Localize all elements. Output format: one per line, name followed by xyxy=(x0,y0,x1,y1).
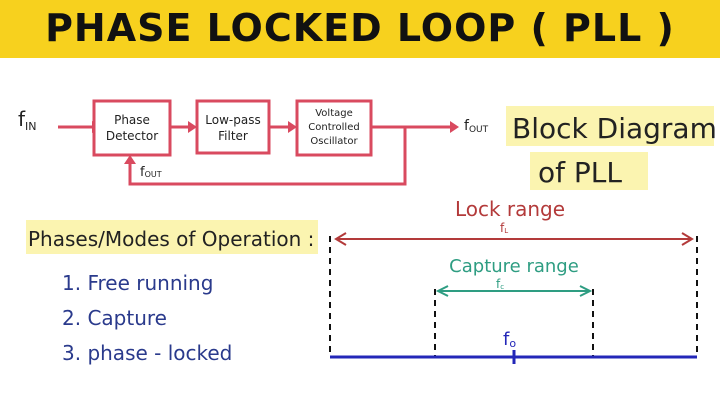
block-diagram-heading-line2: of PLL xyxy=(538,156,622,189)
feedback-sub: OUT xyxy=(145,170,162,179)
capture-range-arrow-right xyxy=(579,285,593,297)
center-symbol: f xyxy=(503,329,510,350)
vco-line2: Controlled xyxy=(308,122,359,133)
modes-heading: Phases/Modes of Operation : xyxy=(28,227,314,251)
svg-text:fc: fc xyxy=(496,277,504,291)
block-diagram-heading-highlight-2 xyxy=(530,152,648,190)
vco-line3: Oscillator xyxy=(310,136,358,147)
lock-range-arrow-right xyxy=(681,232,694,246)
lock-range-label: Lock range xyxy=(455,197,565,221)
block-diagram-heading-highlight-1 xyxy=(506,106,714,146)
output-signal: fOUT xyxy=(464,118,489,135)
mode-item-2: 2. Capture xyxy=(62,306,167,330)
center-sub: o xyxy=(509,337,516,350)
input-sub: IN xyxy=(25,120,36,133)
phase-detector-line2: Detector xyxy=(106,129,158,143)
lpf-to-vco-arrow-head xyxy=(288,121,297,133)
mode-item-3: 3. phase - locked xyxy=(62,341,232,365)
phase-detector-line1: Phase xyxy=(114,113,150,127)
modes-heading-highlight xyxy=(26,220,318,254)
block-diagram-heading-line1: Block Diagram xyxy=(512,112,717,145)
lpf-line2: Filter xyxy=(218,129,248,143)
pd-to-lpf-arrow-head xyxy=(188,121,197,133)
output-label: f xyxy=(464,118,470,134)
low-pass-filter-block: Low-pass Filter xyxy=(195,99,271,155)
input-signal: fIN xyxy=(18,107,37,133)
svg-text:fIN: fIN xyxy=(18,107,37,133)
vco-line1: Voltage xyxy=(315,108,353,119)
feedback-label: f xyxy=(140,165,145,180)
lock-sub: L xyxy=(504,227,508,235)
capture-symbol: f xyxy=(496,277,501,291)
capture-range-symbol: fc xyxy=(496,277,504,291)
output-arrow-head xyxy=(450,121,459,133)
center-frequency-label: fo xyxy=(503,329,516,350)
feedback-signal: fOUT xyxy=(140,165,162,180)
output-sub: OUT xyxy=(469,125,489,135)
capture-sub: c xyxy=(500,283,504,291)
capture-range-arrow-left xyxy=(435,285,449,297)
svg-text:fL: fL xyxy=(500,221,508,235)
title-banner xyxy=(0,0,720,58)
page-title: PHASE LOCKED LOOP ( PLL ) xyxy=(45,6,675,50)
svg-text:fOUT: fOUT xyxy=(140,165,162,180)
input-label: f xyxy=(18,107,26,131)
feedback-arrow-head xyxy=(124,155,136,164)
phase-detector-block: Phase Detector xyxy=(92,99,172,157)
svg-text:fOUT: fOUT xyxy=(464,118,489,135)
lpf-line1: Low-pass xyxy=(205,113,260,127)
mode-item-1: 1. Free running xyxy=(62,271,213,295)
feedback-path xyxy=(128,127,407,186)
lock-range-symbol: fL xyxy=(500,221,508,235)
capture-range-label: Capture range xyxy=(449,256,579,277)
svg-text:fo: fo xyxy=(503,329,516,350)
lock-symbol: f xyxy=(500,221,505,235)
vco-block: Voltage Controlled Oscillator xyxy=(295,99,373,157)
lock-range-arrow-left xyxy=(334,232,347,246)
